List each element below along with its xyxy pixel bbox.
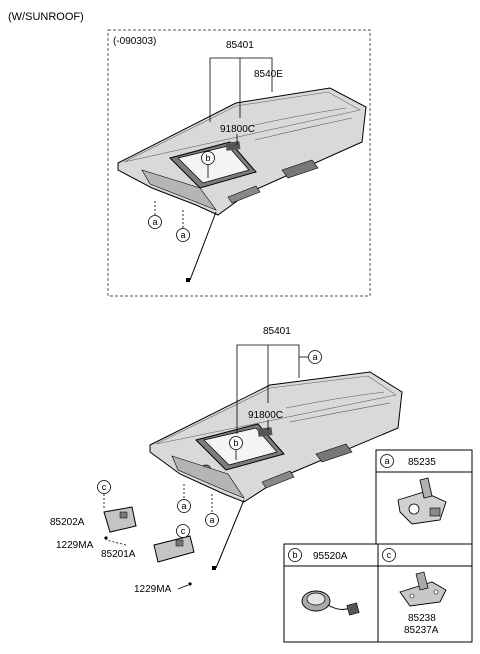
upper-callout-a1 (148, 215, 162, 229)
lower-callout-b-letter: b (233, 438, 238, 448)
sunvisor-lh-drawing (103, 506, 137, 540)
upper-label-91800C: 91800C (220, 124, 255, 135)
lower-callout-c-left-letter: c (102, 482, 107, 492)
upper-callout-a2 (176, 228, 190, 242)
detail-b-letter: b (292, 550, 297, 560)
sunvisor-rh-drawing (153, 535, 195, 586)
lower-label-85202A: 85202A (50, 517, 85, 528)
upper-callout-a1-letter: a (152, 217, 157, 227)
detail-box-a: a 85235 (375, 449, 473, 545)
upper-leaders (154, 57, 273, 228)
upper-label-85401: 85401 (226, 40, 254, 51)
lower-callout-a-left (177, 499, 191, 513)
lower-label-1229MA-2: 1229MA (134, 584, 172, 595)
lower-callout-a-right (205, 513, 219, 527)
detail-b-part: 95520A (313, 551, 348, 562)
lower-callout-c-right-letter: c (181, 526, 186, 536)
upper-callout-b (201, 151, 215, 165)
detail-a-letter: a (384, 456, 389, 466)
upper-label-8540E: 8540E (254, 69, 283, 80)
lower-callout-a-left-letter: a (181, 501, 186, 511)
lower-callout-c-left (97, 480, 111, 494)
detail-box-c: c 85238 85237A (377, 543, 473, 643)
detail-a-part: 85235 (408, 457, 436, 468)
detail-c-letter: c (387, 550, 392, 560)
upper-range-label: (-090303) (113, 36, 156, 47)
lower-label-1229MA-1: 1229MA (56, 540, 94, 551)
sunroof-switch-drawing (301, 590, 360, 616)
grab-handle-bracket-drawing (397, 477, 447, 525)
lower-callout-a-top (308, 350, 322, 364)
upper-headlining-drawing (117, 87, 367, 282)
upper-assembly-frame (107, 29, 371, 297)
sunvisor-retainer-drawing (399, 571, 447, 607)
detail-c-badge (382, 548, 396, 562)
lower-callout-a-right-letter: a (209, 515, 214, 525)
lower-label-85201A: 85201A (101, 549, 136, 560)
lower-callout-b (229, 436, 243, 450)
detail-box-b: b 95520A (283, 543, 379, 643)
detail-c-part-2: 85237A (404, 625, 439, 636)
lower-callout-c-right (176, 524, 190, 538)
detail-b-badge (288, 548, 302, 562)
variant-label: (W/SUNROOF) (8, 11, 84, 23)
lower-label-85401: 85401 (263, 326, 291, 337)
upper-callout-a2-letter: a (180, 230, 185, 240)
lower-callout-a-top-letter: a (312, 352, 317, 362)
upper-callout-b-letter: b (205, 153, 210, 163)
lower-label-91800C: 91800C (248, 410, 283, 421)
detail-c-part-1: 85238 (408, 613, 436, 624)
detail-a-badge (380, 454, 394, 468)
